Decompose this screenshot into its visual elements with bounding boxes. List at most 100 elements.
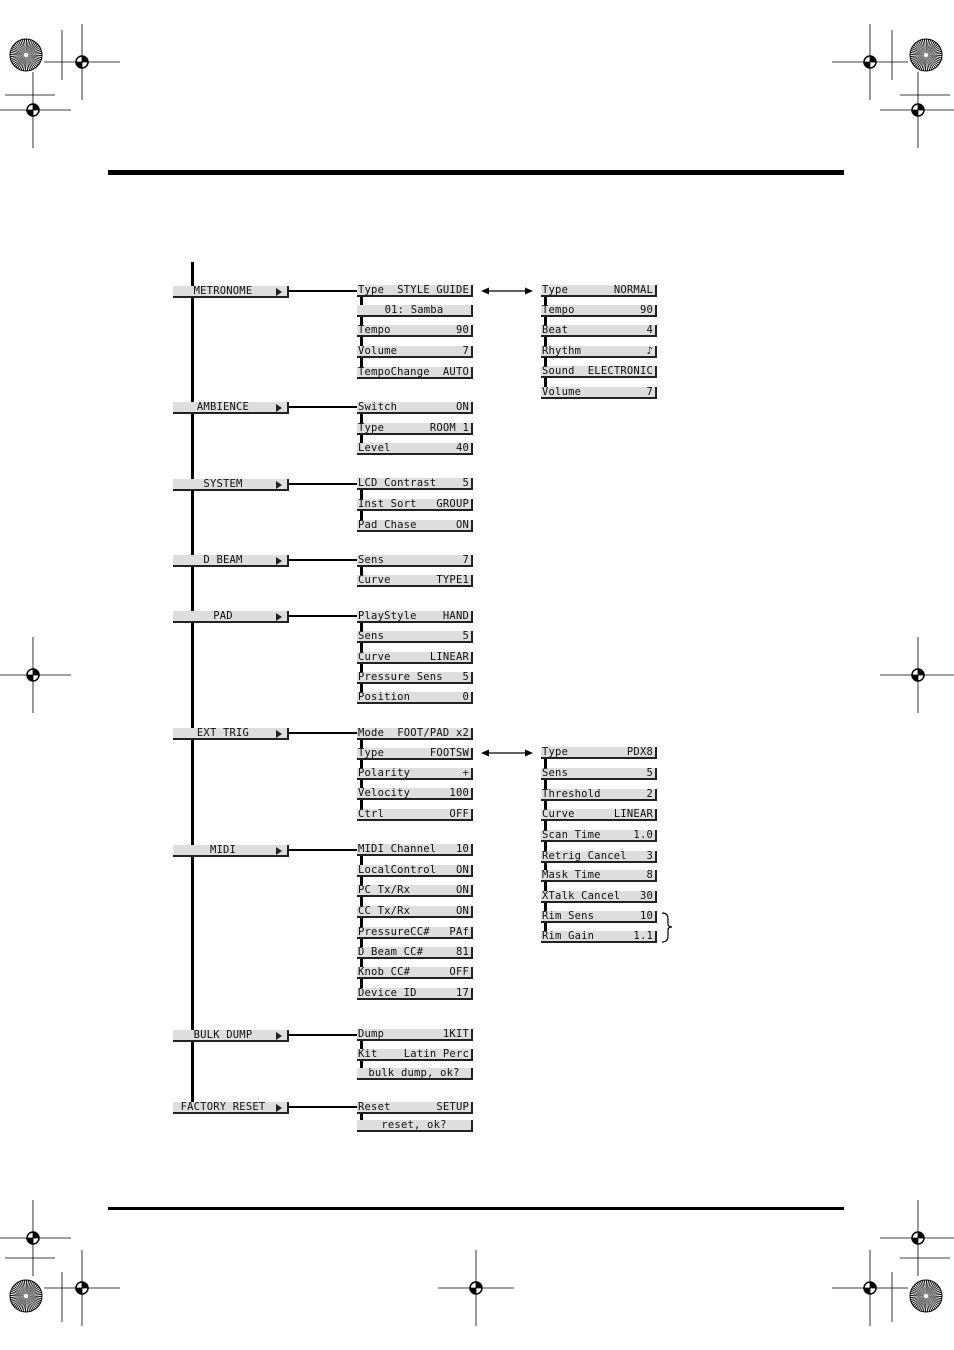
starburst-ray bbox=[26, 43, 39, 55]
starburst-ray bbox=[917, 55, 926, 69]
crosshair-quadrant bbox=[864, 1288, 870, 1294]
param-value: ON bbox=[455, 402, 469, 413]
param-column-line bbox=[360, 850, 363, 994]
menu-item-system[interactable]: SYSTEM bbox=[173, 479, 289, 491]
starburst-ray bbox=[920, 1296, 926, 1312]
starburst-ray bbox=[18, 55, 26, 70]
starburst-ray bbox=[10, 55, 26, 62]
crosshair-ring bbox=[26, 1231, 40, 1245]
crosshair-quadrant bbox=[870, 56, 876, 62]
starburst-ray bbox=[919, 1280, 926, 1296]
triangle-right-icon bbox=[276, 847, 282, 855]
crosshair-quadrant bbox=[27, 110, 33, 116]
registration-target-icon bbox=[909, 1279, 943, 1313]
starburst-ray bbox=[912, 1287, 926, 1296]
menu-item-bulk-dump[interactable]: BULK DUMP bbox=[173, 1030, 289, 1042]
starburst-ray bbox=[915, 55, 926, 68]
param-label: XTalk Cancel bbox=[542, 891, 621, 902]
param-label: Type bbox=[542, 747, 569, 758]
starburst-ray bbox=[926, 1289, 942, 1296]
param-value: HAND bbox=[442, 611, 469, 622]
crosshair-quadrant bbox=[82, 56, 88, 62]
menu-item-ext-trig[interactable]: EXT TRIG bbox=[173, 728, 289, 740]
starburst-ray bbox=[18, 1296, 26, 1311]
starburst-ray bbox=[926, 39, 928, 55]
param-value: FOOTSW bbox=[429, 748, 469, 759]
sub-param-box: Volume 7 bbox=[541, 387, 657, 399]
param-label: Sound bbox=[542, 366, 575, 377]
menu-trunk-line bbox=[191, 262, 194, 1108]
triangle-right-icon bbox=[276, 730, 282, 738]
starburst-ray bbox=[26, 48, 42, 55]
starburst-ray bbox=[26, 55, 40, 64]
menu-item-d-beam[interactable]: D BEAM bbox=[173, 555, 289, 567]
param-value: TYPE1 bbox=[436, 575, 469, 586]
sub-column-line bbox=[544, 753, 547, 937]
starburst-ray bbox=[926, 50, 942, 55]
crosshair-quadrant bbox=[33, 669, 39, 675]
starburst-ray bbox=[910, 1296, 926, 1299]
starburst-ray bbox=[911, 1296, 926, 1304]
menu-item-pad[interactable]: PAD bbox=[173, 611, 289, 623]
starburst-ray bbox=[926, 1293, 942, 1296]
starburst-ray bbox=[15, 1296, 26, 1309]
menu-item-ambience[interactable]: AMBIENCE bbox=[173, 402, 289, 414]
starburst-center bbox=[924, 53, 928, 57]
param-value: OFF bbox=[449, 967, 469, 978]
starburst-ray bbox=[11, 1296, 26, 1304]
menu-connector bbox=[289, 406, 357, 408]
param-label: Mode bbox=[358, 728, 385, 739]
starburst-ray bbox=[23, 1280, 26, 1296]
crosshair-ring bbox=[863, 1281, 877, 1295]
param-value: 7 bbox=[646, 387, 653, 398]
param-value: GROUP bbox=[436, 499, 469, 510]
starburst-ray bbox=[914, 1283, 926, 1296]
menu-connector bbox=[289, 290, 357, 292]
param-value: ON bbox=[455, 885, 469, 896]
starburst-ray bbox=[915, 1296, 926, 1309]
param-value: 40 bbox=[455, 443, 469, 454]
param-value: 17 bbox=[455, 988, 469, 999]
starburst-ray bbox=[26, 55, 33, 71]
param-label: Curve bbox=[358, 652, 391, 663]
param-box: PressureCC#PAf bbox=[357, 927, 473, 939]
starburst-ray bbox=[926, 47, 941, 55]
starburst-ray bbox=[10, 53, 26, 55]
param-value: FOOT/PAD x2 bbox=[397, 728, 469, 739]
menu-connector bbox=[289, 615, 357, 617]
starburst-ray bbox=[26, 55, 42, 61]
starburst-ray bbox=[10, 1296, 26, 1301]
param-column-line bbox=[360, 1108, 363, 1126]
triangle-right-icon bbox=[276, 613, 282, 621]
starburst-ray bbox=[26, 1296, 36, 1310]
menu-item-factory-reset[interactable]: FACTORY RESET bbox=[173, 1102, 289, 1114]
starburst-ray bbox=[26, 1284, 39, 1296]
param-value: 81 bbox=[455, 947, 469, 958]
param-value: PAf bbox=[449, 927, 469, 938]
menu-item-midi[interactable]: MIDI bbox=[173, 845, 289, 857]
crosshair-quadrant bbox=[864, 62, 870, 68]
starburst-ray bbox=[926, 55, 939, 66]
menu-connector bbox=[289, 1106, 357, 1108]
param-value: ON bbox=[455, 520, 469, 531]
starburst-ray bbox=[20, 1296, 26, 1312]
starburst-ray bbox=[910, 1296, 926, 1303]
menu-item-metronome[interactable]: METRONOME bbox=[173, 286, 289, 298]
starburst-ray bbox=[926, 55, 942, 57]
param-label: Volume bbox=[542, 387, 582, 398]
param-label: Threshold bbox=[542, 789, 601, 800]
crosshair-ring bbox=[911, 668, 925, 682]
